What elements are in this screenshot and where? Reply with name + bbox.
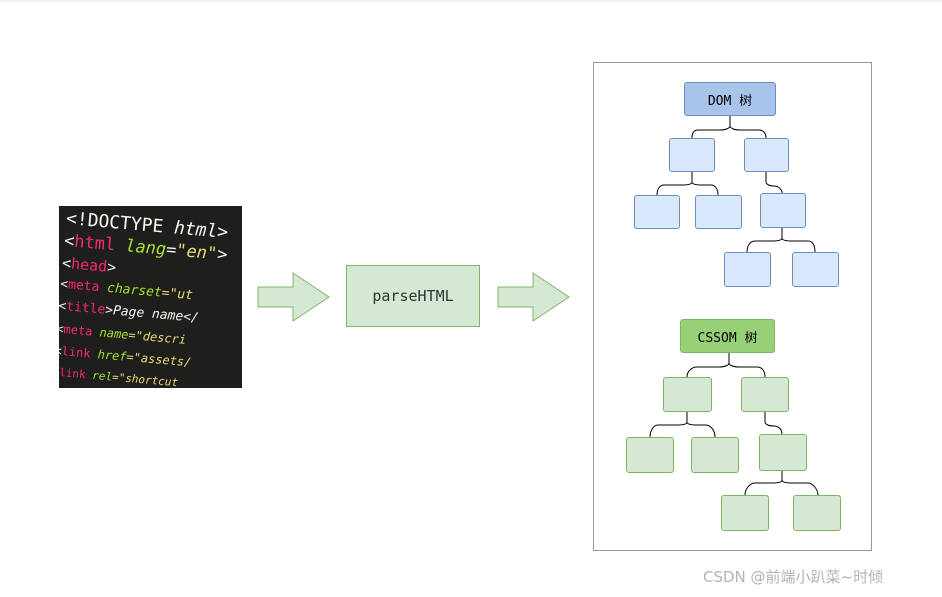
code-token: meta <box>67 277 108 296</box>
cssom-tree-label: CSSOM 树 <box>697 330 758 346</box>
code-token: href <box>97 347 128 364</box>
dom-tree-root: DOM 树 <box>684 82 776 116</box>
dom-tree-label: DOM 树 <box>707 93 753 109</box>
code-token: link <box>59 365 93 382</box>
dom-tree-node <box>724 252 771 287</box>
code-token: charset <box>106 280 163 301</box>
parse-html-label: parseHTML <box>372 287 454 305</box>
dom-tree-node <box>760 193 806 228</box>
cssom-tree-node <box>721 495 769 531</box>
code-lines: <!DOCTYPE html><html lang="en"> <head> <… <box>59 208 242 388</box>
code-token: link <box>61 344 99 362</box>
code-token: ="assets/ <box>125 349 192 370</box>
parse-html-step: parseHTML <box>346 265 480 327</box>
code-token: ="descri <box>127 327 187 347</box>
dom-tree-node <box>744 138 789 172</box>
code-token: title <box>65 299 106 318</box>
dom-tree-node <box>634 195 680 229</box>
right-arrow-icon <box>257 272 330 322</box>
dom-tree-node <box>792 252 839 287</box>
code-token: ="ut <box>161 285 194 304</box>
cssom-tree-node <box>741 377 789 412</box>
tree-connectors <box>649 116 819 496</box>
watermark: CSDN @前端小趴菜~时倾 <box>703 568 884 586</box>
cssom-tree-node <box>626 437 674 473</box>
code-token: ="shortcut <box>111 370 179 388</box>
cssom-tree-root: CSSOM 树 <box>680 319 775 353</box>
cssom-tree-node <box>793 495 841 531</box>
code-token: head <box>70 254 108 276</box>
cssom-tree-node <box>663 377 712 412</box>
code-token: > <box>216 244 229 266</box>
top-divider <box>0 0 942 2</box>
tree-output-panel: DOM 树 CSSOM 树 <box>593 62 872 551</box>
cssom-tree-node <box>691 437 739 473</box>
code-token: rel <box>91 368 113 384</box>
html-source-code-image: <!DOCTYPE html><html lang="en"> <head> <… <box>59 206 242 388</box>
cssom-tree-node <box>759 434 807 471</box>
code-token: name <box>99 325 130 342</box>
dom-tree-node <box>669 138 715 172</box>
code-token: lang <box>124 236 167 260</box>
code-token: > <box>106 257 117 277</box>
code-token: "en" <box>175 240 219 265</box>
dom-tree-node <box>695 195 742 229</box>
code-token: meta <box>63 322 101 340</box>
right-arrow-icon <box>497 272 570 322</box>
